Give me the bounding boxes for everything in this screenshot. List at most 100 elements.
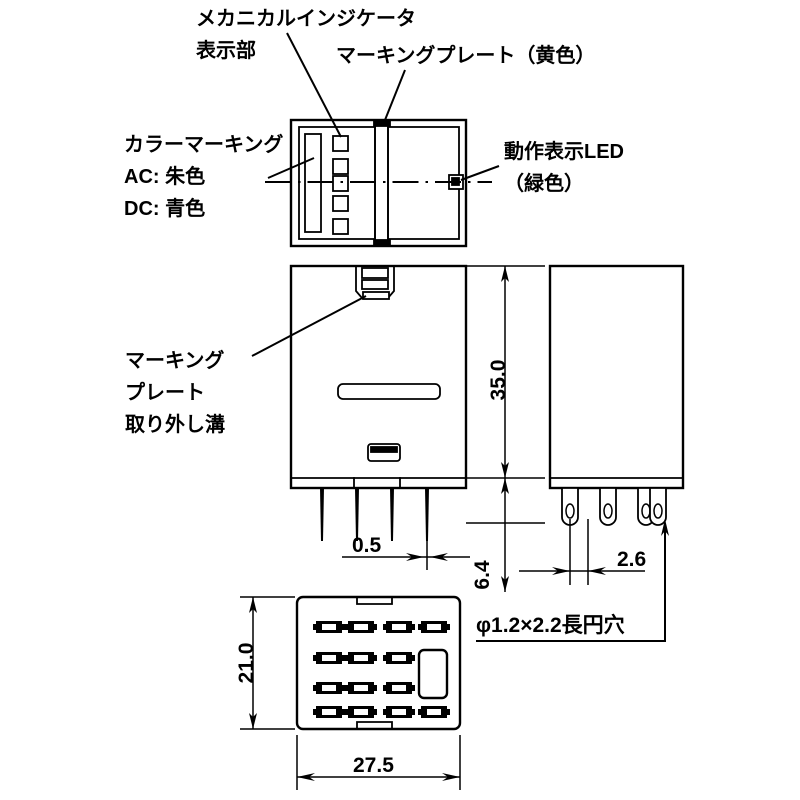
arrow-05-right	[430, 553, 448, 561]
color-marking-label-line3: DC: 青色	[124, 196, 205, 220]
oval-hole	[653, 503, 663, 519]
operation-led-label-line2: （緑色）	[504, 171, 584, 195]
mechanical-indicator-square	[332, 158, 349, 175]
terminal	[313, 621, 345, 633]
front-view-pin	[320, 488, 324, 541]
terminal-group-row3	[313, 682, 415, 694]
bottom-view-notch-top	[356, 596, 393, 605]
groove-label-line3: 取り外し溝	[125, 412, 225, 436]
terminal	[313, 706, 345, 718]
marking-plate-tab-bottom	[373, 239, 391, 247]
arrow-35-up	[501, 266, 509, 282]
arrow-21-down	[249, 713, 257, 729]
oval-hole-label: φ1.2×2.2長円穴	[476, 613, 625, 637]
terminal	[313, 682, 345, 694]
marking-plate-slot	[337, 383, 441, 400]
terminal-group-row4	[313, 706, 450, 718]
dimension-05-text: 0.5	[352, 534, 382, 557]
mechanical-indicator-label-line1: メカニカルインジケータ	[196, 7, 416, 30]
oval-hole	[565, 503, 575, 519]
dimension-base-width: 27.5	[296, 735, 461, 790]
front-view-body	[289, 264, 468, 490]
callout-operation-led: 動作表示LED （緑色）	[460, 139, 624, 195]
front-view-pin	[355, 488, 359, 541]
side-view-body	[548, 264, 685, 490]
bottom-view-notch-bottom	[356, 721, 393, 730]
arrow-05-left	[406, 553, 424, 561]
side-view-pin	[599, 487, 617, 526]
terminal	[418, 706, 450, 718]
bottom-view	[295, 595, 462, 731]
oval-hole-leader	[476, 525, 666, 642]
arrow-21-up	[249, 597, 257, 613]
oval-hole	[641, 503, 651, 519]
callout-mechanical-indicator: メカニカルインジケータ 表示部	[196, 7, 416, 138]
oval-hole-leader-arrow	[661, 519, 669, 536]
mechanical-indicator-square	[332, 218, 349, 235]
bottom-view-outline	[295, 595, 462, 731]
dimension-35-text: 35.0	[487, 360, 510, 401]
dimension-body-height: 35.0	[466, 265, 545, 479]
side-view-pin	[649, 487, 667, 526]
dimension-pin-pitch: 2.6	[519, 519, 646, 585]
dimension-pin-length: 6.4	[466, 478, 545, 592]
marking-plate-tab-top	[373, 119, 391, 127]
side-view	[548, 264, 685, 526]
mechanical-indicator-label-line2: 表示部	[196, 38, 256, 62]
terminal-group-row1	[313, 621, 450, 633]
mechanical-indicator-square	[332, 175, 349, 192]
operation-led-label-line1: 動作表示LED	[504, 139, 624, 163]
dimension-64-text: 6.4	[471, 560, 494, 590]
side-view-pin	[561, 487, 579, 526]
terminal	[345, 682, 377, 694]
groove-label-line1: マーキング	[125, 348, 224, 372]
terminal	[313, 652, 345, 664]
top-view	[265, 118, 492, 248]
arrow-26-right	[588, 567, 606, 575]
front-view-lower-slot-bar	[370, 446, 398, 453]
terminal	[345, 652, 377, 664]
dimension-base-height: 21.0	[235, 596, 295, 730]
terminal-group-row2	[313, 648, 449, 700]
groove-inner-upper	[361, 267, 389, 279]
callout-oval-hole: φ1.2×2.2長円穴	[476, 519, 669, 642]
terminal	[345, 706, 377, 718]
dimension-26-text: 2.6	[617, 548, 646, 571]
callout-marking-plate-groove: マーキング プレート 取り外し溝	[125, 295, 367, 436]
arrow-35-down	[501, 462, 509, 478]
arrow-275-right	[442, 773, 460, 781]
mechanical-indicator-square	[332, 195, 349, 212]
groove-inner-bottom	[362, 291, 390, 300]
terminal	[383, 706, 415, 718]
bottom-view-center-slot	[417, 648, 449, 700]
color-marking-leader	[267, 157, 315, 179]
terminal	[383, 621, 415, 633]
terminal	[383, 652, 415, 664]
dimension-21-text: 21.0	[235, 643, 258, 684]
arrow-26-left	[552, 567, 570, 575]
front-view-pin	[425, 488, 429, 541]
arrow-275-left	[297, 773, 315, 781]
color-marking-label-line2: AC: 朱色	[124, 164, 205, 188]
groove-inner-lower	[361, 279, 389, 290]
oval-hole	[603, 503, 613, 519]
marking-plate-label-line1: マーキングプレート（黄色）	[336, 43, 595, 67]
front-view-pin	[390, 488, 394, 541]
terminal	[383, 682, 415, 694]
callout-marking-plate: マーキングプレート（黄色）	[336, 43, 595, 126]
mechanical-indicator-square	[332, 135, 349, 152]
operation-led-leader	[460, 165, 500, 181]
callout-color-marking: カラーマーキング AC: 朱色 DC: 青色	[124, 132, 315, 220]
mechanical-indicator-leader	[286, 32, 342, 138]
arrow-64-up	[501, 478, 509, 494]
arrow-64-down	[501, 576, 509, 592]
color-marking-label-line1: カラーマーキング	[124, 132, 283, 156]
dimension-275-text: 27.5	[353, 754, 394, 777]
marking-plate-leader	[382, 69, 406, 126]
front-view	[289, 264, 468, 541]
terminal	[418, 621, 450, 633]
dimension-pin-thickness: 0.5	[342, 533, 470, 570]
groove-leader	[251, 295, 367, 357]
